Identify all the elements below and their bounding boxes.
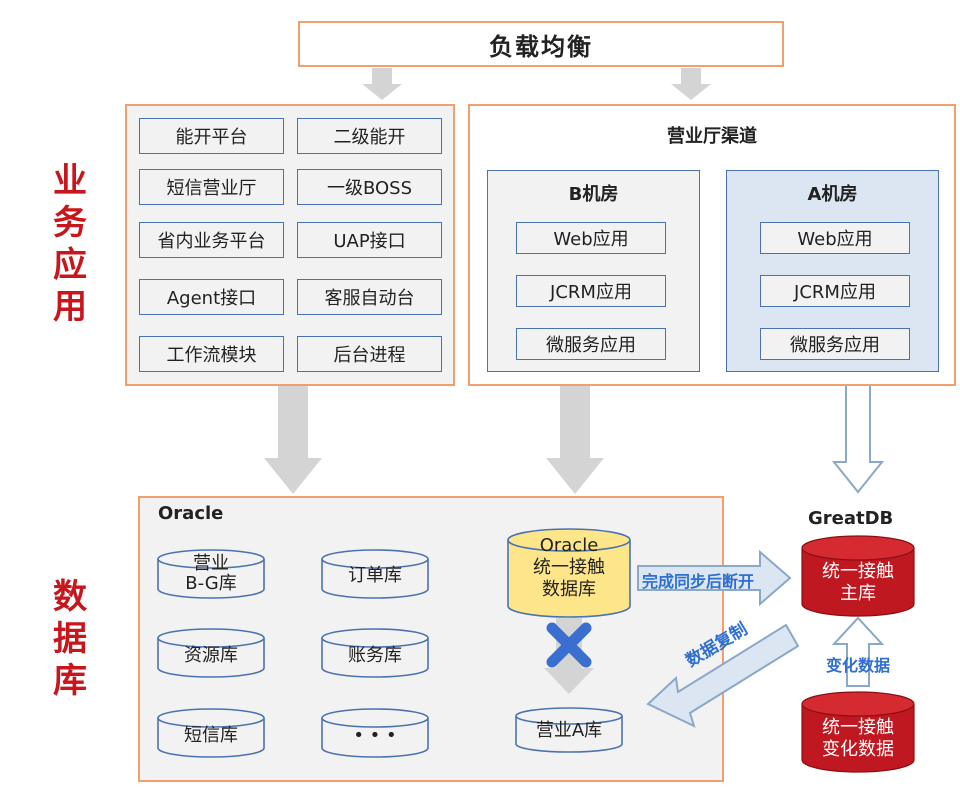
arrow-roomb-to-oracle [546,374,604,494]
business-system-item: UAP接口 [297,222,442,258]
oracle-db: 短信库 [158,716,264,756]
db-label-line: 营业A库 [535,720,603,741]
db-label-line: 账务库 [348,645,402,666]
oracle-db: 资源库 [158,636,264,676]
channel-title: 营业厅渠道 [667,126,757,147]
side-label-database: 数 据 库 [48,576,92,702]
room-b-app: JCRM应用 [516,275,666,307]
room-a-app: JCRM应用 [760,275,910,307]
oracle-db: • • • [322,716,428,756]
db-label-line: 短信库 [184,725,238,746]
side-label-char: 用 [53,287,87,327]
db-label-line: 营业 [193,553,229,574]
side-label-char: 据 [53,619,87,659]
oracle-unified-db: Oracle 统一接触 数据库 [508,528,630,608]
oracle-unified-db-shape [507,528,631,618]
side-label-char: 库 [53,661,87,701]
side-label-business: 业 务 应 用 [48,160,92,328]
db-label-line: 统一接触 [533,557,605,578]
oracle-db: 营业 B-G库 [158,552,264,596]
flow-label-change-data: 变化数据 [826,656,891,675]
arrow-lb-to-business [362,68,402,100]
db-label-line: • • • [353,725,397,746]
business-system-item: 工作流模块 [139,336,284,372]
business-system-item: 省内业务平台 [139,222,284,258]
load-balancer: 负载均衡 [298,21,784,67]
db-label-line: 统一接触 [822,717,894,738]
db-label-line: 数据库 [542,579,596,600]
room-b-app: 微服务应用 [516,328,666,360]
db-label-line: 变化数据 [822,739,894,760]
db-label-line: 订单库 [348,565,402,586]
flow-label-sync: 完成同步后断开 [642,572,755,591]
side-label-char: 数 [53,577,87,617]
room-a-app: 微服务应用 [760,328,910,360]
db-label-line: 主库 [840,583,876,604]
arrow-change-data-up [831,616,885,687]
side-label-char: 应 [53,245,87,285]
business-system-item: 二级能开 [297,118,442,154]
business-system-item: 一级BOSS [297,169,442,205]
side-label-char: 业 [53,161,87,201]
oracle-db: 账务库 [322,636,428,676]
room-b-app: Web应用 [516,222,666,254]
arrow-sync-to-greatdb [637,549,792,607]
disconnect-cross-icon [546,622,592,668]
business-system-item: 短信营业厅 [139,169,284,205]
arrow-lb-to-channel [671,68,711,100]
arrow-data-replication [646,623,800,728]
room-b-title: B机房 [568,184,619,205]
load-balancer-label: 负载均衡 [489,32,593,61]
business-system-item: 客服自动台 [297,279,442,315]
side-label-char: 务 [53,203,87,243]
arrow-rooma-to-greatdb [831,371,885,494]
db-label-line: B-G库 [185,573,237,594]
greatdb-title: GreatDB [808,508,894,529]
business-a-db: 营业A库 [516,714,622,748]
business-system-item: Agent接口 [139,279,284,315]
cylinder-shapes [157,549,623,758]
greatdb-db-shapes [801,535,915,773]
business-system-item: 能开平台 [139,118,284,154]
arrow-business-to-oracle [264,386,322,494]
greatdb-change-db: 统一接触 变化数据 [802,714,914,764]
room-a-title: A机房 [807,184,858,205]
db-label-line: 统一接触 [822,561,894,582]
db-label-line: 资源库 [184,645,238,666]
business-system-item: 后台进程 [297,336,442,372]
oracle-title: Oracle [158,503,224,524]
room-a-app: Web应用 [760,222,910,254]
db-label-line: Oracle [539,535,599,556]
greatdb-main-db: 统一接触 主库 [802,558,914,608]
oracle-db: 订单库 [322,556,428,596]
